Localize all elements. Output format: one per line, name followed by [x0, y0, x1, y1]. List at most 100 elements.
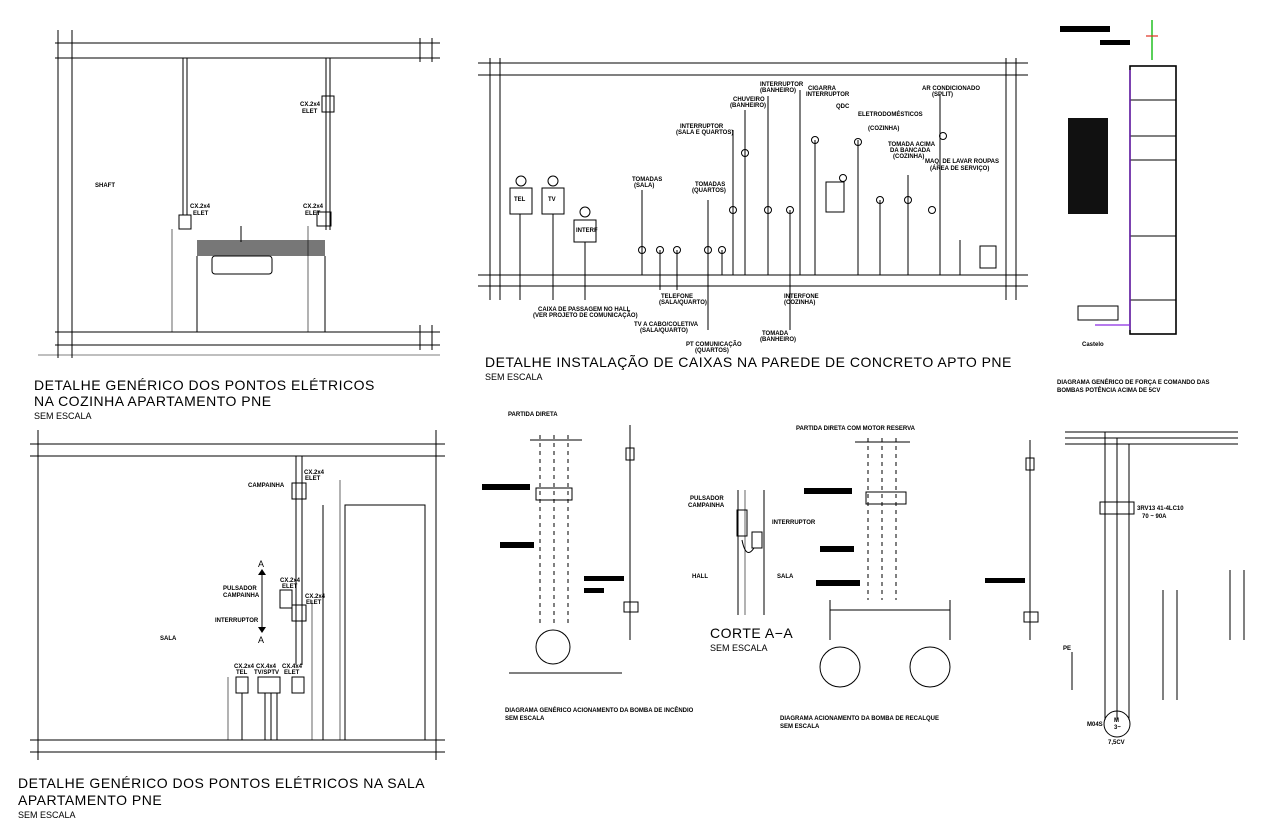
- lbl-interruptor-sala-2: (SALA E QUARTOS): [676, 130, 733, 136]
- lbl-pulsador-2: CAMPAINHA: [223, 593, 260, 599]
- corte-pulsador: PULSADOR: [690, 496, 724, 502]
- lbl-tomadas-quartos-2: (QUARTOS): [692, 188, 726, 194]
- lbl-interruptor-sala: INTERRUPTOR: [215, 618, 259, 624]
- lbl-tomada-bancada-3: (COZINHA): [893, 154, 924, 160]
- lbl-tomadas-quartos: TOMADAS: [695, 182, 725, 188]
- lbl-interfone-2: (COZINHA): [784, 300, 815, 306]
- lbl-box-mid-4: ELET: [306, 600, 322, 606]
- tv-box-label: TV: [548, 197, 556, 203]
- lbl-ar-condicionado-2: (SPLIT): [932, 92, 953, 98]
- power-command-diagram: Castelo DIAGRAMA GENÉRICO DE FORÇA E COM…: [1057, 20, 1245, 746]
- corte-scale: SEM ESCALA: [710, 643, 768, 653]
- lbl-cigarra: CIGARRA: [808, 86, 837, 92]
- lbl-maq-lavar-2: (ÁREA DE SERVIÇO): [930, 165, 989, 172]
- corte-title: CORTE A−A: [710, 625, 793, 641]
- section-a-a: PULSADOR CAMPAINHA INTERRUPTOR HALL SALA…: [688, 490, 816, 653]
- sala-scale: SEM ESCALA: [18, 810, 76, 820]
- motor-cv-label: 7,5CV: [1108, 740, 1125, 746]
- sala-detail: CAMPAINHA CX.2x4 ELET PULSADOR CAMPAINHA…: [18, 430, 445, 820]
- lbl-caixa-passagem: CAIXA DE PASSAGEM NO HALL: [538, 307, 631, 313]
- section-mark-bottom: A: [258, 635, 264, 645]
- kitchen-scale: SEM ESCALA: [34, 411, 92, 421]
- sala-title-line2: APARTAMENTO PNE: [18, 792, 162, 808]
- box-top-label: CX.2x4: [300, 102, 321, 108]
- lbl-ar-condicionado: AR CONDICIONADO: [922, 86, 980, 92]
- lbl-pt-comunicacao: PT COMUNICAÇÃO: [686, 341, 742, 348]
- lbl-chuveiro-2: (BANHEIRO): [730, 103, 766, 109]
- lbl-box-tv-2: TV/SPTV: [254, 670, 279, 676]
- motor-id-label: M04S: [1087, 722, 1103, 728]
- lbl-pt-comunicacao-2: (QUARTOS): [695, 348, 729, 354]
- motor-3-label: 3~: [1114, 725, 1121, 731]
- lbl-maq-lavar: MAQ. DE LAVAR ROUPAS: [925, 159, 999, 165]
- recalque-scale: SEM ESCALA: [780, 724, 820, 730]
- lbl-eletrodomesticos: ELETRODOMÉSTICOS: [858, 110, 923, 118]
- relay-label-2: 70 ~ 90A: [1142, 514, 1167, 520]
- fire-pump-diagram: PARTIDA DIRETA DIAGRAMA GENÉRICO ACIONAM…: [482, 412, 694, 722]
- box-right-label-2: ELET: [305, 211, 321, 217]
- recalque-pump-diagram: PARTIDA DIRETA COM MOTOR RESERVA DIAGRAM…: [780, 426, 1039, 730]
- lbl-box-mid-2: ELET: [282, 584, 298, 590]
- corte-interruptor: INTERRUPTOR: [772, 520, 816, 526]
- sala-title-line1: DETALHE GENÉRICO DOS PONTOS ELÉTRICOS NA…: [18, 775, 425, 791]
- lbl-interruptor-banheiro-2: (BANHEIRO): [760, 88, 796, 94]
- lbl-box-tv: CX.4x4: [256, 664, 277, 670]
- lbl-box-tel: CX.2x4: [234, 664, 255, 670]
- lbl-qdc: QDC: [836, 104, 850, 110]
- lbl-box-mid: CX.2x4: [280, 578, 301, 584]
- fire-pump-caption: DIAGRAMA GENÉRICO ACIONAMENTO DA BOMBA D…: [505, 706, 694, 714]
- fire-pump-heading: PARTIDA DIRETA: [508, 412, 558, 418]
- lbl-tv-cabo: TV A CABO/COLETIVA: [634, 322, 699, 328]
- relay-label: 3RV13 41-4LC10: [1137, 506, 1184, 512]
- lbl-box-campainha: CX.2x4: [304, 470, 325, 476]
- wall-title: DETALHE INSTALAÇÃO DE CAIXAS NA PAREDE D…: [485, 354, 1012, 370]
- lbl-campainha: CAMPAINHA: [248, 483, 285, 489]
- lbl-pulsador: PULSADOR: [223, 586, 257, 592]
- lbl-box-campainha-2: ELET: [305, 476, 321, 482]
- interf-box-label: INTERF: [576, 228, 598, 234]
- lbl-cigarra-2: INTERRUPTOR: [806, 92, 850, 98]
- lbl-sala: SALA: [160, 636, 177, 642]
- lbl-box-tom-2: ELET: [284, 670, 300, 676]
- recalque-heading: PARTIDA DIRETA COM MOTOR RESERVA: [796, 426, 916, 432]
- lbl-interfone: INTERFONE: [784, 294, 819, 300]
- recalque-caption: DIAGRAMA ACIONAMENTO DA BOMBA DE RECALQU…: [780, 716, 939, 722]
- section-mark-top: A: [258, 559, 264, 569]
- lbl-telefone: TELEFONE: [661, 294, 693, 300]
- shaft-label: SHAFT: [95, 183, 115, 189]
- forca-caption-2: BOMBAS POTÊNCIA ACIMA DE 5CV: [1057, 386, 1160, 394]
- kitchen-detail: SHAFT CX.2x4 ELET CX.2x4 ELET CX.2x4 ELE…: [34, 30, 440, 421]
- fire-pump-scale: SEM ESCALA: [505, 716, 545, 722]
- lbl-chuveiro: CHUVEIRO: [733, 97, 765, 103]
- lbl-box-tom: CX.4x4: [282, 664, 303, 670]
- lbl-tomadas-sala: TOMADAS: [632, 177, 662, 183]
- lbl-interruptor-sala: INTERRUPTOR: [680, 124, 724, 130]
- kitchen-title-line2: NA COZINHA APARTAMENTO PNE: [34, 393, 272, 409]
- corte-hall: HALL: [692, 574, 708, 580]
- lbl-tomada-bancada-2: DA BANCADA: [890, 148, 931, 154]
- box-top-label-2: ELET: [302, 109, 318, 115]
- lbl-tomada-bancada: TOMADA ACIMA: [888, 142, 936, 148]
- lbl-eletrodomesticos-2: (COZINHA): [868, 126, 899, 132]
- lbl-caixa-passagem-2: (VER PROJETO DE COMUNICAÇÃO): [533, 312, 638, 319]
- corte-pulsador-2: CAMPAINHA: [688, 503, 725, 509]
- pe-label: PE: [1063, 646, 1071, 652]
- forca-caption-1: DIAGRAMA GENÉRICO DE FORÇA E COMANDO DAS: [1057, 378, 1210, 386]
- lbl-box-tel-2: TEL: [236, 670, 248, 676]
- lbl-tomada-banheiro-2: (BANHEIRO): [760, 337, 796, 343]
- wall-boxes-detail: TEL TV INTERF: [478, 58, 1028, 382]
- motor-m-label: M: [1114, 718, 1119, 724]
- tel-box-label: TEL: [514, 197, 526, 203]
- corte-sala: SALA: [777, 574, 794, 580]
- lbl-tomada-banheiro: TOMADA: [762, 331, 789, 337]
- box-right-label: CX.2x4: [303, 204, 324, 210]
- lbl-tv-cabo-2: (SALA/QUARTO): [640, 328, 688, 334]
- lbl-telefone-2: (SALA/QUARTO): [659, 300, 707, 306]
- kitchen-title-line1: DETALHE GENÉRICO DOS PONTOS ELÉTRICOS: [34, 377, 375, 393]
- lbl-box-mid-3: CX.2x4: [305, 594, 326, 600]
- lbl-interruptor-banheiro: INTERRUPTOR: [760, 82, 804, 88]
- box-left-label-2: ELET: [193, 211, 209, 217]
- lbl-tomadas-sala-2: (SALA): [634, 183, 654, 189]
- castelo-label: Castelo: [1082, 342, 1104, 348]
